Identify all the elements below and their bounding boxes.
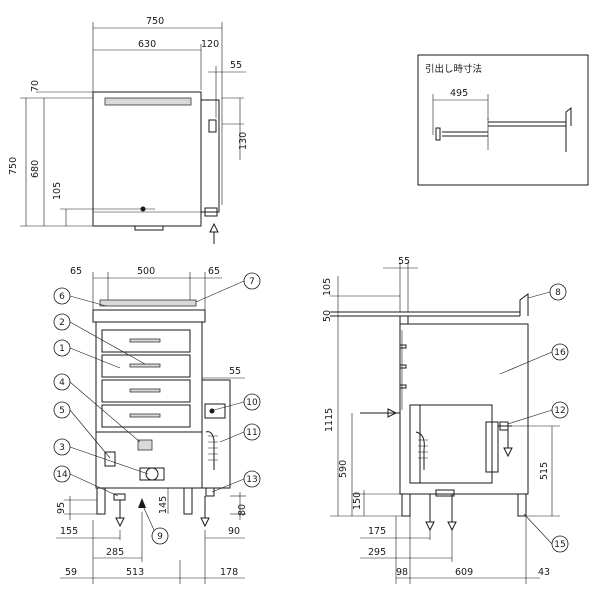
- drawer-1: [101, 329, 191, 353]
- drawer-4: [101, 404, 191, 428]
- dim-750-width: 750: [146, 16, 164, 27]
- side-leg-left: [401, 493, 411, 517]
- callouts: 1 2 3 4 5 6 7 8 9 10: [53, 272, 569, 553]
- front-top-frame: [92, 309, 206, 323]
- dim-178: 178: [220, 567, 238, 578]
- dim-65-left: 65: [70, 266, 82, 277]
- dim-295: 295: [368, 547, 386, 558]
- top-foot: [134, 225, 164, 231]
- top-view: 750 630 120 55 750 680 70: [8, 16, 249, 244]
- side-burner-module: [419, 404, 493, 484]
- side-body: [399, 323, 529, 495]
- callout-12: 12: [554, 406, 565, 416]
- outlet-arrow-icon: [200, 517, 210, 528]
- burner-grille: [137, 439, 153, 451]
- water-valve-icon: [209, 408, 215, 414]
- top-outlet: [204, 207, 218, 217]
- callout-5: 5: [59, 406, 65, 416]
- drawer-3: [101, 379, 191, 403]
- top-pan-rim: [104, 97, 192, 106]
- dim-55-top: 55: [230, 60, 242, 71]
- side-gas-arrow-icon: [447, 521, 457, 532]
- callout-7: 7: [249, 277, 255, 287]
- dim-155: 155: [60, 526, 78, 537]
- dim-80: 80: [237, 504, 248, 516]
- inset-frame: [417, 54, 589, 186]
- callout-8: 8: [555, 288, 561, 298]
- dim-105-side: 105: [322, 278, 333, 296]
- dim-55-front: 55: [229, 366, 241, 377]
- callout-10: 10: [246, 398, 258, 408]
- dim-680: 680: [30, 160, 41, 178]
- inset-title: 引出し時寸法: [425, 63, 482, 75]
- drawer-extension-inset: 引出し時寸法 495: [417, 54, 589, 186]
- dim-130: 130: [238, 132, 249, 150]
- callout-14: 14: [56, 470, 68, 480]
- dim-50: 50: [322, 310, 333, 322]
- callout-15: 15: [554, 540, 565, 550]
- dim-105-top: 105: [52, 182, 63, 200]
- leg-mid: [183, 487, 193, 515]
- drawer-handle-3: [129, 388, 161, 393]
- callout-4: 4: [59, 378, 65, 388]
- dim-95: 95: [56, 502, 67, 514]
- callout-16: 16: [554, 348, 566, 358]
- callout-3: 3: [59, 443, 65, 453]
- dim-495: 495: [450, 88, 468, 99]
- dim-750-height: 750: [8, 157, 19, 175]
- drawer-handle-2: [129, 363, 161, 368]
- hose: [205, 431, 215, 470]
- dim-120: 120: [201, 39, 219, 50]
- dim-98: 98: [396, 567, 408, 578]
- front-top-pan: [99, 299, 197, 307]
- side-outlet-arrow-icon: [503, 447, 513, 458]
- dim-65-right: 65: [208, 266, 220, 277]
- dim-500: 500: [137, 266, 155, 277]
- side-drain-arrow-icon: [425, 521, 435, 532]
- dim-1115: 1115: [324, 408, 335, 432]
- inlet-arrow-icon: [209, 222, 219, 233]
- dim-70: 70: [30, 80, 41, 92]
- drawer-2: [101, 354, 191, 378]
- side-leg-right: [517, 493, 527, 517]
- top-fitting: [208, 119, 217, 133]
- front-view: 65 500 65: [56, 266, 248, 584]
- dim-43: 43: [538, 567, 550, 578]
- drain-arrow-icon: [115, 517, 125, 528]
- dim-513: 513: [126, 567, 144, 578]
- callout-2: 2: [59, 318, 65, 328]
- drawer-handle-4: [129, 413, 161, 418]
- top-body-outline: [92, 91, 202, 227]
- drawer-handle-1: [129, 338, 161, 343]
- side-hose: [415, 431, 425, 470]
- callout-13: 13: [246, 475, 257, 485]
- gas-arrow-icon: [138, 498, 146, 508]
- dim-285: 285: [106, 547, 124, 558]
- dim-150: 150: [352, 492, 363, 510]
- leg-left: [96, 487, 106, 515]
- front-side-unit: [201, 379, 231, 489]
- dim-55-side: 55: [398, 256, 410, 267]
- dim-630: 630: [138, 39, 156, 50]
- side-inlet-arrow-icon: [387, 408, 398, 418]
- callout-1: 1: [59, 344, 65, 354]
- dim-590: 590: [338, 460, 349, 478]
- dim-609: 609: [455, 567, 473, 578]
- dim-90: 90: [228, 526, 240, 537]
- dim-515: 515: [539, 462, 550, 480]
- dim-59: 59: [65, 567, 77, 578]
- callout-6: 6: [59, 292, 65, 302]
- callout-9: 9: [157, 532, 163, 542]
- dim-175: 175: [368, 526, 386, 537]
- dim-145: 145: [158, 496, 169, 514]
- side-view: 105 50 55: [322, 256, 560, 584]
- callout-11: 11: [246, 428, 257, 438]
